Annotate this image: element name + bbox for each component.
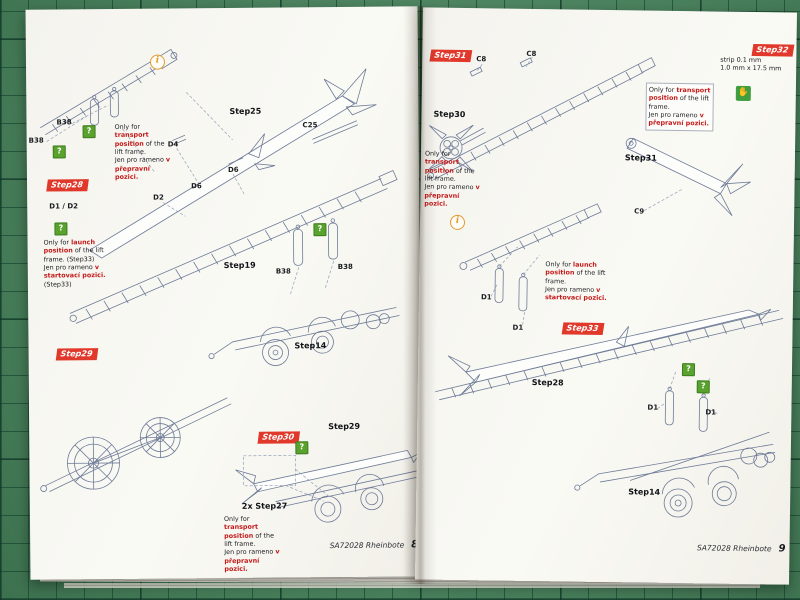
page-footer-left: SA72028 Rheinbote 8 (330, 539, 419, 551)
part-label-d1: D1 (705, 408, 717, 417)
left-page-drawings (40, 48, 423, 523)
part-label-b38: B38 (275, 267, 291, 276)
question-icon: ? (52, 145, 66, 159)
part-label-b38: B38 (28, 136, 44, 145)
page-stack-edge (64, 583, 760, 588)
question-icon: ? (295, 441, 309, 455)
step-label-19: Step19 (223, 260, 256, 271)
hand-icon: ✋ (735, 85, 751, 102)
right-page-drawings (427, 56, 784, 518)
step-tag-30: Step30 (257, 431, 300, 444)
step-label-30: Step30 (433, 109, 466, 120)
step-label-31: Step31 (624, 153, 657, 163)
step-label-27-2x: 2x Step27 (241, 501, 288, 511)
question-icon: ? (696, 380, 710, 394)
part-label-c8: C8 (526, 49, 537, 59)
strip-dimensions-note: strip 0.1 mm 1.0 mm x 17.5 mm (720, 55, 782, 73)
info-icon: i (449, 214, 466, 231)
step-tag-31: Step31 (429, 49, 473, 63)
note-transport-position: Only for transport position of the lift … (223, 514, 280, 573)
page-footer-right: SA72028 Rheinbote 9 (697, 542, 786, 554)
part-label-d1-d2: D1 / D2 (49, 202, 79, 211)
page-left: i B38 B38 ? ? Only for transport positio… (25, 6, 423, 580)
part-label-c8: C8 (476, 55, 487, 64)
part-label-c25: C25 (302, 121, 318, 130)
step-tag-32: Step32 (751, 44, 795, 57)
part-label-c9: C9 (634, 207, 645, 216)
question-icon: ? (313, 223, 327, 237)
step-tag-29: Step29 (55, 348, 99, 361)
note-transport-position: Only for transport position of the lift … (645, 82, 714, 132)
question-icon: ? (54, 222, 68, 236)
step-label-14: Step14 (294, 341, 327, 351)
step-label-25: Step25 (229, 106, 262, 116)
kit-title: SA72028 Rheinbote (329, 540, 405, 551)
page-number: 9 (778, 543, 786, 555)
kit-title: SA72028 Rheinbote (696, 543, 772, 554)
question-icon: ? (681, 363, 696, 377)
part-label-d6: D6 (191, 182, 202, 191)
part-label-d1: D1 (480, 293, 492, 302)
note-transport-position: Only for transport position of the lift … (424, 149, 480, 208)
step-tag-28: Step28 (46, 179, 89, 192)
part-label-d6: D6 (227, 165, 239, 174)
note-launch-position: Only for launch position of the lift fra… (544, 260, 607, 303)
info-icon: i (149, 54, 166, 70)
part-label-d2: D2 (153, 193, 164, 202)
question-icon: ? (82, 125, 96, 139)
step-label-28: Step28 (531, 377, 564, 388)
note-transport-position: Only for transport position of the lift … (114, 122, 171, 181)
part-label-b38: B38 (337, 262, 353, 272)
step-tag-33: Step33 (561, 322, 605, 335)
part-label-d1: D1 (512, 323, 524, 332)
part-label-d4: D4 (167, 140, 179, 149)
note-launch-position-step33: Only for launch position of the lift fra… (43, 238, 106, 289)
step-label-29: Step29 (328, 421, 361, 432)
part-label-d1: D1 (647, 403, 659, 412)
page-right: Step31 C8 C8 Step30 Only for transport p… (415, 7, 797, 585)
step-label-14: Step14 (628, 487, 661, 497)
part-label-b38: B38 (56, 118, 72, 127)
